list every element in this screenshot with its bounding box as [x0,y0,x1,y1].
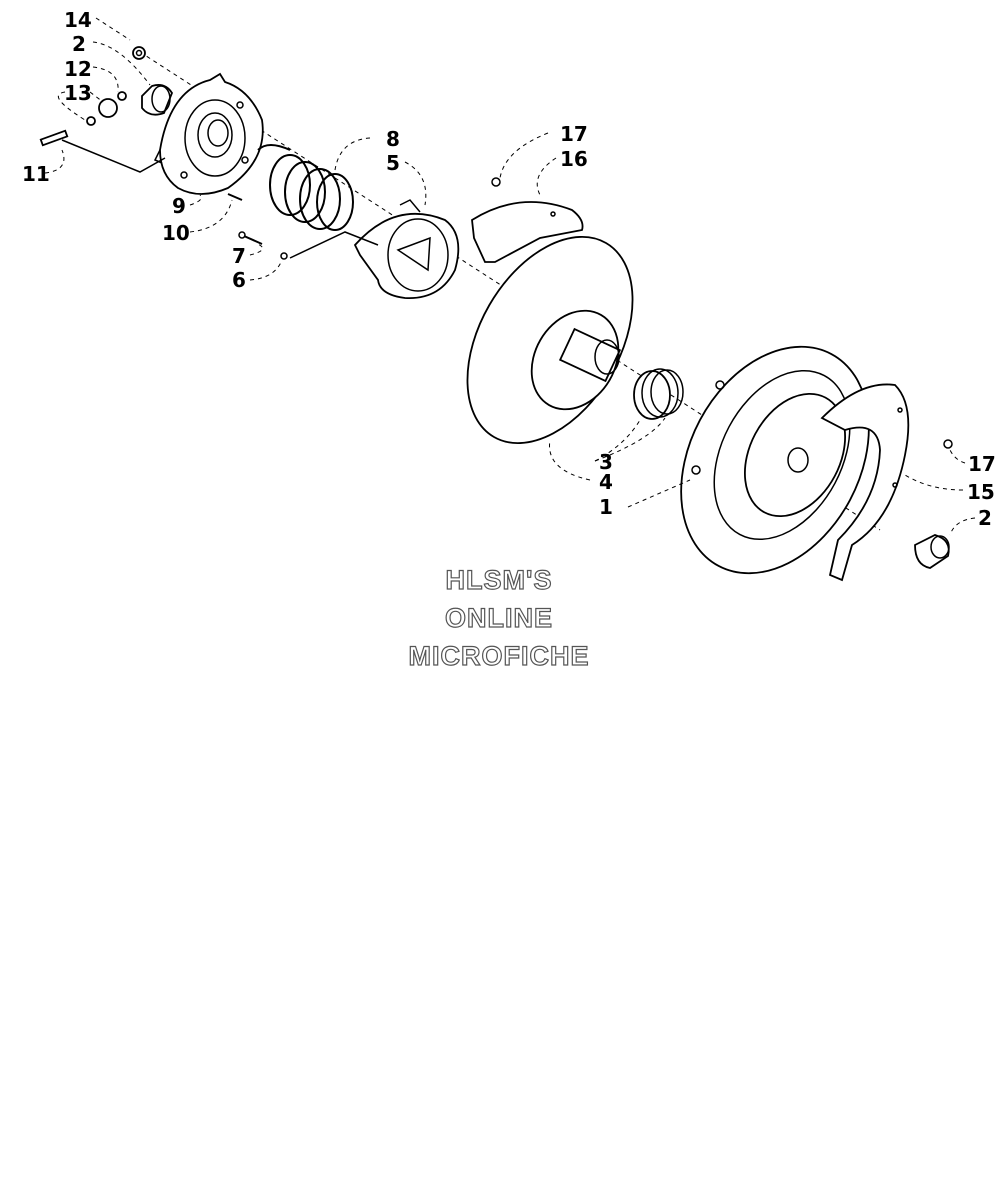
callout-3: 3 [599,450,613,474]
part-1-fixed-sheave [680,345,870,575]
watermark-line-3: MICROFICHE [409,641,590,671]
callout-labels: 14 2 12 13 11 9 10 7 6 8 5 17 16 3 4 1 1… [22,8,996,530]
leader-lines [44,17,976,536]
callout-12: 12 [64,57,92,81]
callout-1: 1 [599,495,613,519]
part-11-pin [39,129,69,147]
part-8-spring [257,144,354,231]
callout-6: 6 [232,268,246,292]
part-cover-plate [153,72,264,195]
callout-17-top: 17 [560,122,588,146]
callout-4: 4 [599,470,613,494]
callout-7: 7 [232,244,246,268]
watermark-line-1: HLSM'S [446,565,553,595]
part-2-bushing-top [141,84,174,116]
callout-9: 9 [172,194,186,218]
part-7-bolt [238,231,263,245]
callout-15: 15 [967,480,995,504]
part-3-4-washers [633,368,684,420]
part-17-screw-upper [491,177,501,187]
part-10-screw [227,193,243,201]
part-16-shield-upper [471,201,584,263]
part-6-washer [280,252,288,260]
callout-10: 10 [162,221,190,245]
callout-17-bottom: 17 [968,452,996,476]
watermark: HLSM'S ONLINE MICROFICHE [408,564,590,671]
part-12-13-roller [86,91,127,126]
watermark-line-2: ONLINE [445,603,553,633]
part-17-screw-lower [943,439,953,449]
part-main-sheave [466,235,634,445]
callout-13: 13 [64,81,92,105]
callout-16: 16 [560,147,588,171]
callout-8: 8 [386,127,400,151]
part-15-shield-lower [820,383,910,582]
part-5-cam [353,199,460,299]
callout-5: 5 [386,151,400,175]
callout-11: 11 [22,162,50,186]
part-14-nut [132,46,146,60]
callout-14: 14 [64,8,92,32]
part-2-bushing-bottom [914,534,950,569]
callout-2-top: 2 [72,32,86,56]
callout-2-bottom: 2 [978,506,992,530]
